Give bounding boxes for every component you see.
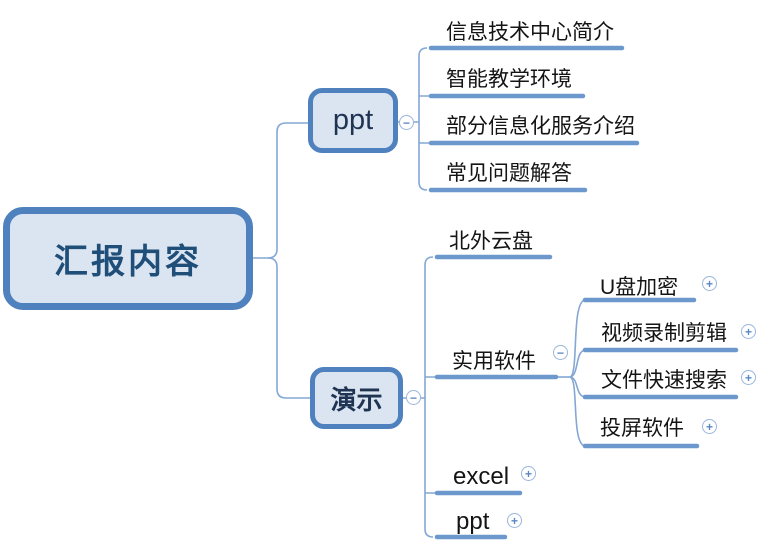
minus-icon: − [402,115,410,130]
wire-software-touping [569,376,586,447]
topic-ppt-label: ppt [332,104,374,136]
topic-zhinengjiaoxue[interactable]: 智能教学环境 [446,68,572,91]
plus-icon: + [744,324,752,339]
topic-upanjiami[interactable]: U盘加密 [600,276,679,299]
collapse-toggle-yanshi[interactable]: − [406,390,421,405]
topic-bufenxinxihua[interactable]: 部分信息化服务介绍 [446,115,635,138]
topic-root[interactable]: 汇报内容 [3,207,253,310]
topic-shiyongruanjian[interactable]: 实用软件 [452,350,536,373]
plus-icon: + [705,419,713,434]
wire-software-upan [569,299,586,378]
topic-wenjiansousuo[interactable]: 文件快速搜索 [601,369,727,392]
minus-icon: − [556,345,564,360]
topic-excel[interactable]: excel [453,463,510,490]
expand-toggle-wenjiansousuo[interactable]: + [741,370,756,385]
plus-icon: + [510,513,518,528]
topic-shipinluzhi[interactable]: 视频录制剪辑 [601,322,727,345]
collapse-toggle-ppt[interactable]: − [399,115,414,130]
expand-toggle-toupingruanjian[interactable]: + [702,419,717,434]
expand-toggle-upanjiami[interactable]: + [702,276,717,291]
topic-toupingruanjian[interactable]: 投屏软件 [600,417,684,440]
expand-toggle-ppt-leaf[interactable]: + [507,513,522,528]
plus-icon: + [744,370,752,385]
plus-icon: + [705,276,713,291]
collapse-toggle-shiyongruanjian[interactable]: − [553,345,568,360]
expand-toggle-excel[interactable]: + [521,466,536,481]
wire-software-shipin [569,349,586,378]
wire-root-yanshi [267,257,310,399]
expand-toggle-shipinluzhi[interactable]: + [741,324,756,339]
topic-changjianwenti[interactable]: 常见问题解答 [446,162,572,185]
topic-root-label: 汇报内容 [54,243,202,281]
wire-root-ppt [253,122,308,259]
plus-icon: + [524,466,532,481]
topic-beiwaiyunpan[interactable]: 北外云盘 [449,230,533,253]
minus-icon: − [409,390,417,405]
topic-xinxijishu[interactable]: 信息技术中心简介 [446,21,614,44]
topic-yanshi[interactable]: 演示 [310,367,403,429]
topic-ppt[interactable]: ppt [308,88,398,153]
topic-yanshi-label: 演示 [330,384,383,415]
topic-ppt-leaf[interactable]: ppt [456,508,490,535]
